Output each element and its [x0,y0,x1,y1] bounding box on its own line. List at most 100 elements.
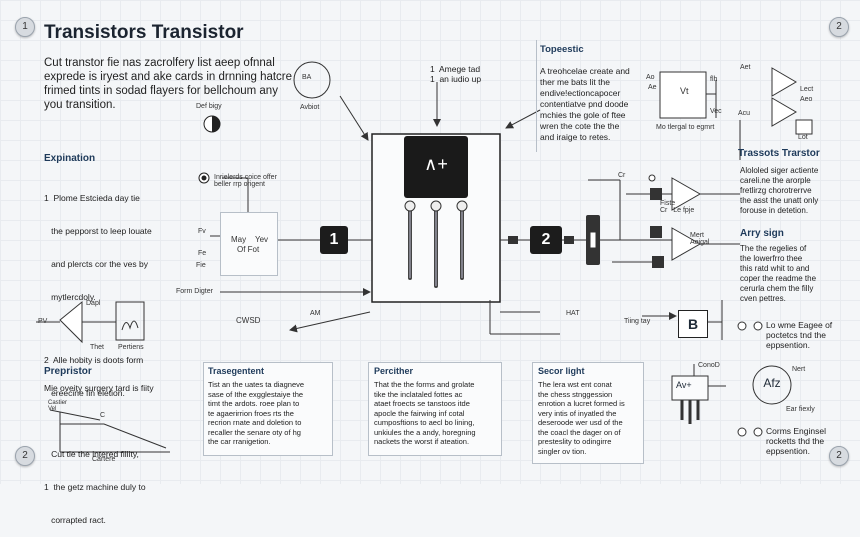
intro-paragraph: Cut transtor fie nas zacrolfery list aee… [44,56,292,112]
gate-label: Lot [798,134,808,141]
tr-label-vt: Vt [680,86,689,96]
topologic-text: A treohcelae create and ther me bats lit… [540,66,630,143]
transsots-text: Alololed siger actiente careli.ne the ar… [740,166,818,216]
transsots-line: Alololed siger actiente [740,166,819,175]
left-pin-2: Fe [198,250,207,257]
ary-line: The the regelies of [740,244,807,253]
topologic-line: wren the cote the the [540,121,620,131]
symbol-text: BA [302,74,312,81]
ary-line: cven pettres. [740,294,786,303]
secor-panel [532,362,644,464]
percither-line: unkiules the a andy, horegning [374,427,476,437]
topologic-line: endive!ectioncapocer [540,88,621,98]
pv-top-label: Dapl [86,300,101,307]
trasegentent-panel [203,362,333,456]
secor-line: The lera wst ent conat [538,380,612,389]
explanation-line: mytlercdoly. [44,292,96,302]
trasegentent-line: Tist an the uates ta diagneve [208,380,305,389]
secor-line: singler ov tion. [538,446,587,456]
corner-badge-bottom-left: 2 [15,446,35,466]
tr-label-vec: Vec [710,108,722,115]
tr-caption: Mo tlergal to egmrt [656,124,715,131]
explanation-line: ereecine fin eletion. [44,388,125,398]
trasegentent-line: sase of Ithe exgglestaiye the [208,389,304,399]
marker-2: 2 [530,226,562,254]
percither-line: apocle the fairwing inf cotal [374,408,465,418]
explanation-line: Cut tie the intered fillity, [44,449,139,459]
intro-line: you transition. [44,99,116,111]
circle-afz: Afz [763,376,781,390]
left-pin-3: Fie [196,262,206,269]
gate-label: Acu [738,110,751,117]
intro-line: Cut transtor fie nas zacrolfery list aee… [44,57,275,69]
corner-badge-top-left: 1 [15,17,35,37]
explanation-line: 2 Alle hobity is doots form [44,355,144,365]
tr-label-ao: Ao [646,74,655,81]
secor-line: very intis of inyatled the [538,408,617,418]
secor-line: the coacl the dager on of [538,427,621,437]
left-block-box: May Yev Of Fot [220,212,278,276]
tr-label-ae: Ae [648,84,657,91]
percither-line: ataet froects se tanstoos itde [374,399,470,408]
transsots-heading: Trassots Trarstor [738,148,820,159]
intro-line: exprede is iryest and ake cards in drnni… [44,71,293,83]
prepistor-heading: Prepristor [44,366,92,377]
right-label-cr: Cr [618,172,626,179]
trasegentent-line: timt the ardots. roee plan to [208,399,300,408]
trasegentent-text: Tist an the uates ta diagneve sase of It… [208,380,304,447]
trasegentent-line: the car rranigetion. [208,437,271,446]
gate-label: Aet [740,64,751,71]
topologic-heading: Topeestic [540,44,584,55]
topologic-panel [536,40,645,152]
ary-line: the lowerfrro thee [740,254,803,263]
transsots-line: careli.ne the arorple [740,176,811,185]
gate-label: Lect [800,86,814,93]
transistor-chip: ∧+ [404,136,468,198]
cwsd-label: CWSD [236,316,261,325]
ary-line: this ratd whit to and [740,264,810,273]
topologic-line: A treohcelae create and [540,66,630,76]
def-label: Def bigy [196,103,222,110]
transsots-line: forouse in detetion. [740,206,809,215]
left-block-footer: Form Digter [176,288,213,295]
trasegentent-line: te agaerirrion froes rts the [208,408,294,418]
trasegentent-line: recaller the senare oty of hg [208,427,301,437]
lower-right-item-2: Corms Enginsel rocketts thd the eppsenti… [766,426,826,456]
marker-1: 1 [320,226,348,254]
explanation-line: the pepporst to leep louate [44,226,152,236]
left-block-line-1: May [231,235,247,244]
prepistor-graph-ylabel: Castier Vel [48,400,68,412]
pv-bottom-right-label: Pertiens [118,344,144,351]
intro-line: frimed tints in sodad flayers for bellch… [44,85,278,97]
diagram-wiring [36,61,813,453]
percither-line: nackets the worst if ateation. [374,437,470,446]
secor-chip-top: ConoD [698,362,720,369]
left-pin-1: Fv [198,228,206,235]
percither-heading: Percither [374,366,414,376]
ary-line: cerurla chem the filly [740,284,814,293]
left-block-line-2: Yev [255,235,269,244]
circle-bottom-label: Ear fiexly [786,406,815,413]
percither-line: That the the forms and grolate [374,380,475,389]
corner-badge-top-right: 2 [829,17,849,37]
lower-right-item-1: Lo wme Eagee of poctetcs tnd the eppsent… [766,320,833,350]
secor-line: deseroode wer usd of the [538,418,623,427]
secor-line: presteslity to odingirre [538,437,612,446]
secor-line: enrotion a lucret formed is [538,399,625,408]
trasegentent-line: recrion rnate and doletion to [208,418,302,427]
explanation-line: corrapted ract. [44,515,106,525]
prepistor-graph-point: C [100,412,106,419]
transsots-line: fretlirzg chorotrerrve [740,186,812,195]
left-block-line-3: Of Fot [237,245,260,254]
topologic-line: and iraige to retes. [540,132,611,142]
pv-bottom-left-label: Thet [90,344,105,351]
prepistor-text: Mie oveity surgery tard is fiity [44,383,154,393]
right-label-mert: Mert Aeigal [690,232,710,246]
topologic-line: mchies the gole of ftee [540,110,626,120]
circle-top-label: Nert [792,366,806,373]
explanation-heading: Expination [44,153,96,164]
tr-label-flh: flh [710,76,718,83]
secor-heading: Secor light [538,366,585,376]
symbol-label: Avbiot [300,104,320,111]
corner-badge-bottom-right: 2 [829,446,849,466]
